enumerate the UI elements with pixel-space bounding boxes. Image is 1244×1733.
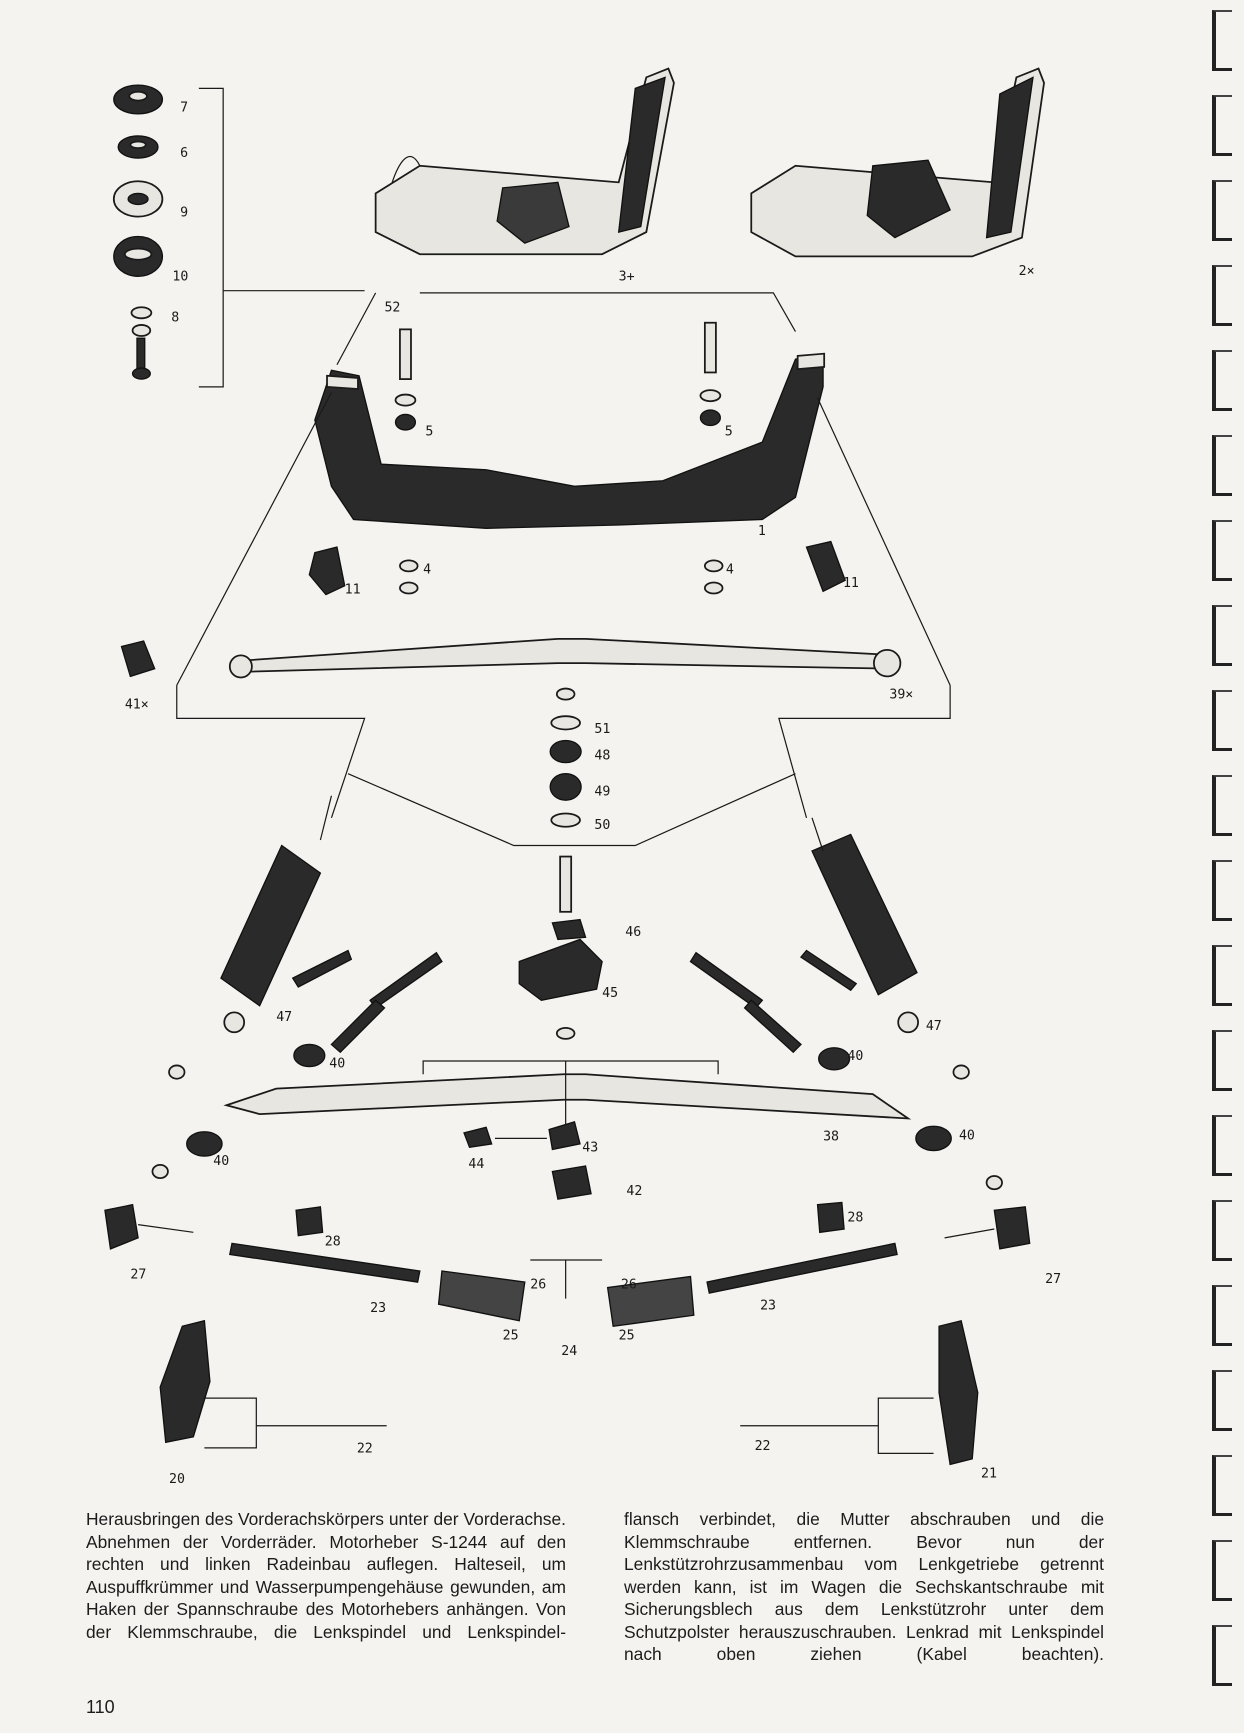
lower-leaf-spring (223, 1060, 912, 1139)
binding-ring (1212, 350, 1232, 411)
part-callout-6: 6 (180, 146, 188, 161)
bolt-stack-left (394, 328, 419, 595)
body-text-right-column: flansch verbindet, die Mutter abschraube… (624, 1508, 1104, 1666)
front-axle-body (314, 352, 826, 529)
binding-ring (1212, 605, 1232, 666)
binding-ring (1212, 10, 1232, 71)
part-callout-20: 20 (169, 1472, 185, 1487)
part-callout-44: 44 (468, 1157, 484, 1172)
part-callout-42: 42 (626, 1184, 642, 1199)
steering-arm-right (740, 1319, 979, 1466)
part-callout-4: 4 (726, 563, 734, 578)
binding-ring (1212, 1455, 1232, 1516)
part-callout-41: 41× (125, 697, 149, 712)
binding-ring (1212, 945, 1232, 1006)
part-callout-48: 48 (594, 748, 610, 763)
part-callout-23: 23 (760, 1299, 776, 1314)
part-callout-4: 4 (423, 563, 431, 578)
part-callout-11: 11 (843, 576, 859, 591)
paragraph-right: flansch verbindet, die Mutter abschraube… (624, 1509, 1104, 1664)
shock-absorber-right (811, 817, 919, 1034)
part-callout-2: 2× (1019, 264, 1035, 279)
frame-crossmember-left (374, 67, 675, 256)
part-callout-26: 26 (621, 1278, 637, 1293)
binding-ring (1212, 1370, 1232, 1431)
binding-ring (1212, 180, 1232, 241)
part-callout-10: 10 (172, 270, 188, 285)
body-text-left-column: Herausbringen des Vorderachskörpers unte… (86, 1508, 566, 1643)
part-callout-47: 47 (276, 1010, 292, 1025)
part-callout-7: 7 (180, 101, 188, 116)
part-callout-40: 40 (213, 1154, 229, 1169)
binding-ring (1212, 1030, 1232, 1091)
part-callout-51: 51 (594, 722, 610, 737)
part-callout-28: 28 (325, 1235, 341, 1250)
part-callout-38: 38 (823, 1130, 839, 1145)
frame-crossmember-right (750, 67, 1045, 258)
binding-ring (1212, 775, 1232, 836)
paragraph-left: Herausbringen des Vorderachskörpers unte… (86, 1509, 566, 1642)
part-callout-22: 22 (755, 1439, 771, 1454)
part-callout-49: 49 (594, 785, 610, 800)
part-callout-52: 52 (384, 301, 400, 316)
part-callout-5: 5 (425, 424, 433, 439)
part-callout-27: 27 (1045, 1272, 1061, 1287)
part-callout-23: 23 (370, 1301, 386, 1316)
bolts-and-sleeves (291, 949, 858, 1054)
part-callout-40: 40 (959, 1128, 975, 1143)
binding-ring (1212, 1540, 1232, 1601)
bolt-stack-right (699, 321, 724, 595)
binding-ring (1212, 1285, 1232, 1346)
part-callout-5: 5 (725, 424, 733, 439)
part-callout-27: 27 (130, 1268, 146, 1283)
part-callout-1: 1 (758, 524, 766, 539)
part-callout-47: 47 (926, 1019, 942, 1034)
binding-ring (1212, 95, 1232, 156)
part-callout-45: 45 (602, 986, 618, 1001)
binding-ring (1212, 520, 1232, 581)
part-callout-11: 11 (345, 583, 361, 598)
mount-parts-stack (112, 84, 365, 388)
tie-rod-left (104, 1203, 526, 1322)
part-callout-39: 39× (889, 688, 913, 703)
rubber-buffers (120, 540, 846, 678)
shock-absorber-left (220, 795, 333, 1034)
binding-ring (1212, 1200, 1232, 1261)
clamp-plates (463, 1120, 592, 1200)
part-callout-50: 50 (594, 818, 610, 833)
page-number: 110 (86, 1697, 115, 1717)
part-callout-25: 25 (503, 1329, 519, 1344)
part-callout-22: 22 (357, 1441, 373, 1456)
upper-leaf-spring (228, 637, 902, 679)
part-callout-24: 24 (561, 1344, 577, 1359)
part-callout-46: 46 (625, 925, 641, 940)
binding-ring (1212, 435, 1232, 496)
rubber-bushings (151, 1043, 1003, 1191)
binding-ring (1212, 860, 1232, 921)
steering-arm-left (159, 1319, 387, 1449)
part-callout-28: 28 (847, 1210, 863, 1225)
center-mount-stack (518, 687, 603, 1040)
part-callout-40: 40 (847, 1049, 863, 1064)
part-callout-21: 21 (981, 1467, 997, 1482)
tie-rod-right (606, 1201, 1031, 1328)
binding-ring (1212, 690, 1232, 751)
part-callout-8: 8 (171, 311, 179, 326)
part-callout-9: 9 (180, 206, 188, 221)
part-callout-25: 25 (619, 1329, 635, 1344)
part-callout-26: 26 (530, 1278, 546, 1293)
binding-ring (1212, 265, 1232, 326)
part-callout-3: 3+ (619, 270, 635, 285)
binding-ring (1212, 1115, 1232, 1176)
part-callout-40: 40 (329, 1057, 345, 1072)
binding-ring (1212, 1625, 1232, 1686)
part-callout-43: 43 (582, 1141, 598, 1156)
